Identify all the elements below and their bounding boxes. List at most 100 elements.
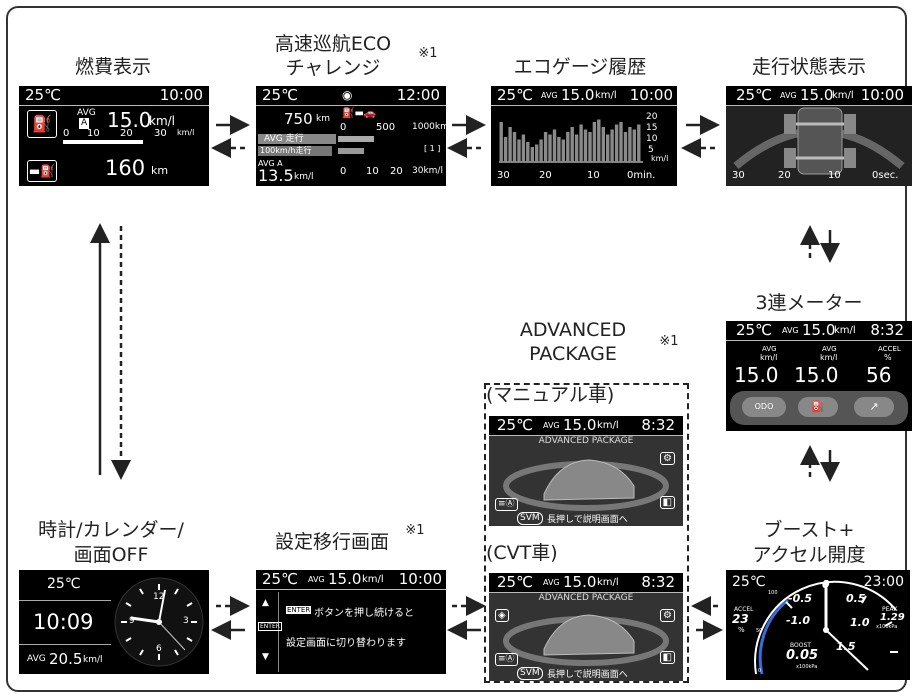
- peak-value: 1.29: [880, 612, 905, 623]
- boost-scale-neg05: -0.5: [788, 592, 813, 605]
- clock-divider-2: [19, 644, 111, 645]
- fuel-time: 10:00: [159, 86, 203, 104]
- hist-bar: [499, 122, 503, 162]
- eco-time: 12:00: [396, 86, 440, 104]
- eco-bar-1: [338, 136, 374, 142]
- peak-label: PEAK: [882, 606, 898, 613]
- hist-y-15: 15: [646, 123, 658, 133]
- drv-x-30: 30: [732, 170, 745, 181]
- hist-bar: [614, 124, 619, 162]
- fuel-avg-unit: km/l: [149, 114, 176, 128]
- eco-bar-2: [338, 148, 364, 154]
- hist-bar: [619, 122, 623, 162]
- hist-bar: [632, 129, 636, 162]
- hist-bar: [579, 124, 583, 162]
- label-manual: (マニュアル車): [486, 384, 615, 406]
- hist-bar: [597, 119, 601, 162]
- advm-lane-icon: ≡Ⓐ: [495, 498, 518, 511]
- boost-time: 23:00: [863, 574, 904, 590]
- advm-car-graphic: [503, 459, 669, 511]
- set-avg: 15.0: [328, 570, 362, 588]
- fuel-scale-30: 30: [154, 128, 167, 139]
- label-driving: 走行状態表示: [751, 56, 866, 78]
- hist-avg-icon: AVG: [541, 91, 558, 100]
- hist-bar: [592, 122, 597, 162]
- dial-12: 12: [153, 592, 165, 602]
- eco-scale2-0: 0: [340, 166, 347, 177]
- boost-accel-tick-50: 50: [756, 628, 763, 634]
- hist-x-20: 20: [539, 170, 552, 181]
- label-clock-line2: 画面OFF: [73, 544, 149, 566]
- label-adv-line2: PACKAGE: [529, 343, 617, 365]
- set-avg-unit: km/l: [362, 574, 384, 585]
- boost-accel-value: 23: [732, 612, 749, 626]
- advc-car-graphic: [503, 614, 669, 666]
- tri-time: 8:32: [870, 321, 904, 339]
- set-time: 10:00: [398, 570, 442, 588]
- fuel-scale-0: 0: [63, 128, 70, 139]
- hist-bar: [557, 137, 561, 162]
- eco-scale2-20: 20: [390, 166, 403, 177]
- advm-hint: 長押しで説明画面へ: [547, 515, 628, 525]
- peak-unit: x100kPa: [876, 624, 898, 630]
- set-temp: 25℃: [262, 570, 298, 588]
- label-eco-line1: 高速巡航ECO: [274, 33, 392, 55]
- drv-avg: 15.0: [800, 86, 834, 104]
- eco-distance: 750: [284, 110, 313, 128]
- hist-bar: [526, 142, 530, 162]
- set-avg-icon: AVG: [308, 575, 325, 584]
- hist-bar: [535, 144, 539, 162]
- fuel-avg-value: 15.0: [107, 108, 152, 132]
- hist-bar: [574, 134, 579, 162]
- car-fuel-icon: ⛽: [27, 110, 57, 138]
- advanced-package-group: [484, 383, 689, 683]
- advm-avg-icon: AVG: [543, 421, 560, 430]
- advc-time: 8:32: [641, 573, 675, 591]
- clock-screen: 25℃ 10:09 AVG 20.5 km/l 12 3 6 9: [19, 570, 209, 674]
- hist-bar: [628, 127, 632, 162]
- tri-fuel-icon: ⛽: [798, 397, 838, 417]
- eco-tag-100: 100km/h走行: [258, 146, 332, 156]
- set-enter-inline: ENTER: [286, 606, 312, 614]
- advc-avg: 15.0: [563, 573, 597, 591]
- hist-bar: [561, 139, 565, 162]
- eco-avg-unit: km/l: [294, 172, 314, 182]
- tri-g2-value: 15.0: [794, 363, 839, 387]
- clock-avg-unit: km/l: [83, 655, 103, 665]
- tri-odo-label: ODO: [754, 402, 774, 411]
- advm-avg-unit: km/l: [597, 420, 619, 431]
- drv-x-20: 20: [778, 170, 791, 181]
- clock-avg-label: AVG: [27, 654, 46, 664]
- hist-bar: [583, 129, 588, 162]
- eco-scale-0: 0: [340, 122, 347, 133]
- advc-temp: 25℃: [497, 573, 533, 591]
- boost-screen: 25℃ 23:00 -0.5 0 0.5 -1.0 1.0 1.5 ACCEL …: [726, 570, 910, 680]
- advc-eye-icon: ◈: [495, 609, 509, 622]
- eco-tag-avg: AVG 走行: [258, 134, 336, 144]
- label-settings: 設定移行画面: [274, 531, 389, 553]
- hist-y-10: 10: [646, 134, 658, 144]
- boost-scale-0: 0: [822, 578, 830, 591]
- hist-bar: [512, 132, 517, 162]
- label-eco-note: ※1: [418, 46, 438, 61]
- boost-scale-05: 0.5: [846, 592, 866, 605]
- hist-bar: [539, 139, 543, 162]
- hist-bar: [508, 127, 512, 162]
- analog-clock: [114, 577, 204, 667]
- hist-time: 10:00: [629, 86, 673, 104]
- eco-avg-label: AVG A: [258, 159, 283, 168]
- advc-svm: SVM: [517, 667, 543, 680]
- eco-scale-1000: 1000km: [412, 122, 446, 132]
- hist-avg-unit: km/l: [595, 90, 617, 101]
- set-up-icon: ▲: [262, 598, 269, 608]
- advm-header: ADVANCED PACKAGE: [538, 436, 634, 446]
- tri-g3-head1: ACCEL: [878, 345, 901, 353]
- dial-6: 6: [156, 644, 162, 654]
- tri-temp: 25℃: [736, 321, 772, 339]
- chassis-graphic: [733, 107, 905, 175]
- eco-avg-value: 13.5: [258, 166, 294, 185]
